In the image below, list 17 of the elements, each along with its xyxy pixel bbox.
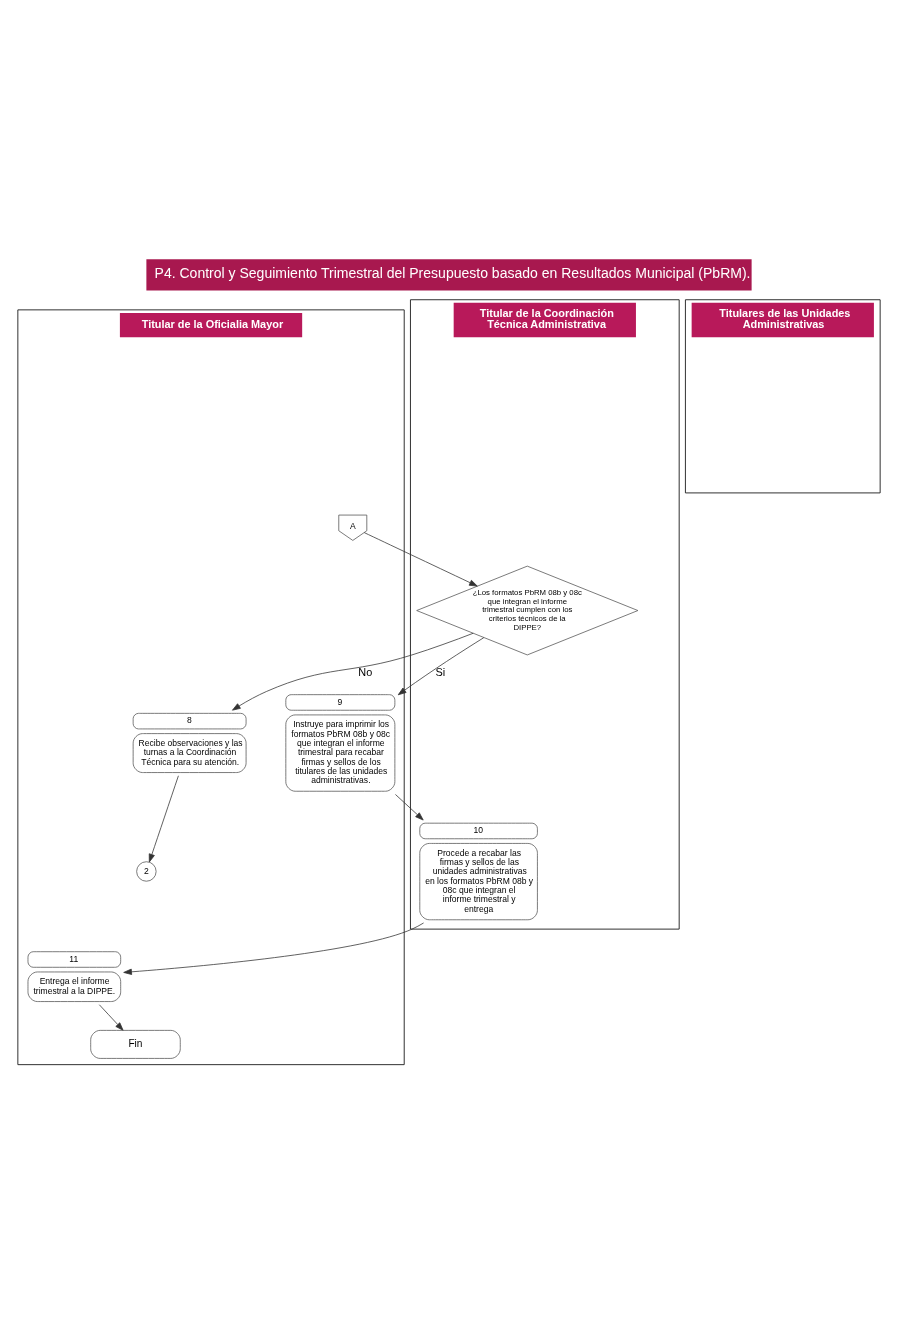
- node-label: 9: [337, 696, 343, 707]
- node-circle: 2: [136, 861, 157, 882]
- edge-label: No: [358, 666, 373, 679]
- node-box: Fin: [90, 1030, 181, 1059]
- arrow: [397, 637, 485, 696]
- arrow: [148, 775, 179, 863]
- arrow: [363, 532, 478, 587]
- arrow: [232, 632, 474, 711]
- diagram-title: P4. Control y Seguimiento Trimestral del Presupuesto basado en Resultados Municipal (PbRM).: [154, 265, 751, 282]
- node-label: 8: [186, 715, 192, 726]
- arrow: [395, 794, 424, 821]
- edge-label: Si: [435, 666, 446, 679]
- arrow: [98, 1004, 124, 1031]
- node-label: 11: [69, 953, 79, 964]
- node-label: 10: [473, 825, 484, 836]
- arrow: [123, 922, 424, 975]
- node-diamond: ¿Los formatos PbRM 08b y 08c que integran el informe trimestral cumplen con los criterios técnicos de la DIPPE?: [416, 565, 639, 656]
